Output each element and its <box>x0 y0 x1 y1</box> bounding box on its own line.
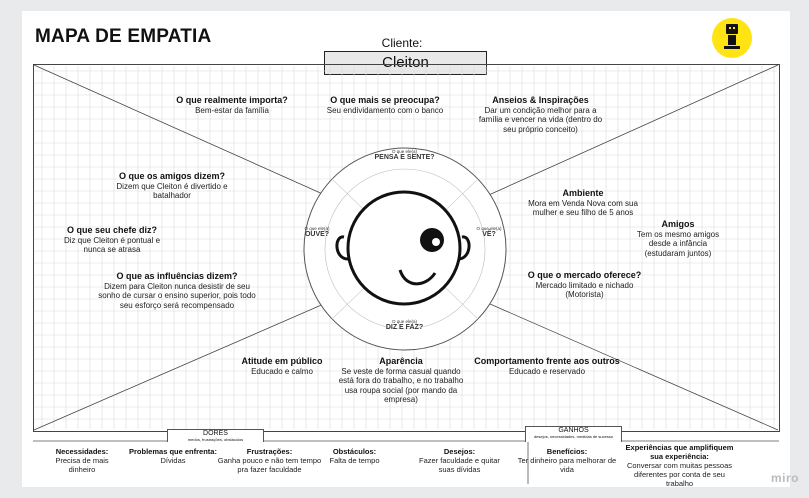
logo-icon <box>712 18 752 58</box>
section-amigos-dizem: O que os amigos dizem?Dizem que Cleiton … <box>116 171 228 200</box>
section-preocupa: O que mais se preocupa?Seu endividamento… <box>326 95 444 115</box>
bottom-desejos: Desejos:Fazer faculdade e quitar suas dí… <box>419 447 500 474</box>
section-importa: O que realmente importa?Bem-estar da fam… <box>176 95 288 115</box>
section-mercado: O que o mercado oferece?Mercado limitado… <box>527 270 642 299</box>
face-diz-label: O que ele(a)DIZ E FAZ? <box>385 319 424 331</box>
bottom-beneficios: Benefícios:Ter dinheiro para melhorar de… <box>517 447 617 474</box>
grid-lines <box>33 64 779 484</box>
section-chefe: O que seu chefe diz?Diz que Cleiton é po… <box>63 225 161 254</box>
face-ouve-label: O que ele(a)OUVE? <box>304 226 330 238</box>
bottom-necessidades: Necessidades:Precisa de mais dinheiro <box>55 447 109 474</box>
bottom-problemas: Problemas que enfrenta:Dívidas <box>129 447 217 465</box>
page-title: MAPA DE EMPATIA <box>35 26 212 47</box>
miro-watermark: miro <box>770 471 799 485</box>
bottom-obstaculos: Obstáculos:Falta de tempo <box>329 447 380 465</box>
empathy-map-board: MAPA DE EMPATIA Cliente: Cleiton O que r… <box>22 11 790 488</box>
face-ve-label: O que ele(a)VÊ? <box>476 226 502 238</box>
section-influencias: O que as influências dizem?Dizem para Cl… <box>98 271 256 310</box>
bottom-frustracoes: Frustrações:Ganha pouco e não tem tempo … <box>217 447 322 474</box>
bottom-experiencias: Experiências que amplifiquem sua experiê… <box>625 443 734 488</box>
client-label: Cliente: <box>381 36 423 50</box>
map-frame <box>33 64 780 432</box>
face-pensa-label: O que ele(a)PENSA E SENTE? <box>374 149 435 161</box>
